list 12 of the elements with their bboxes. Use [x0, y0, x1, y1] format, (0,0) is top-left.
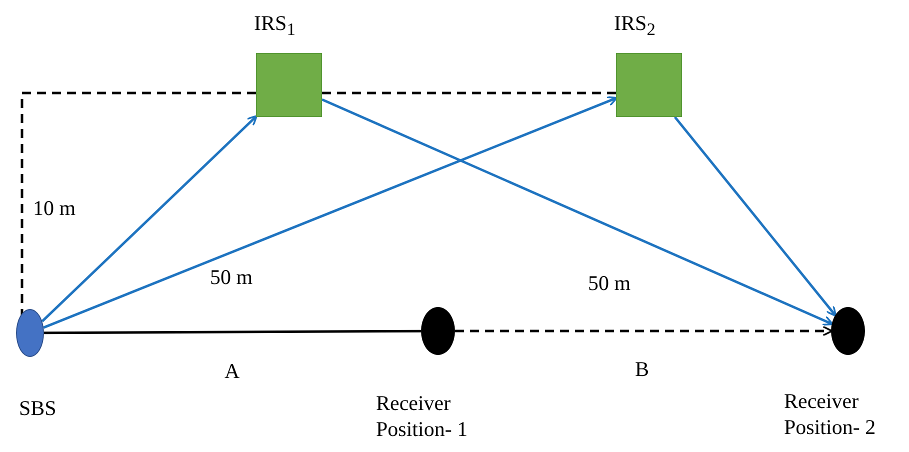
distance-label: 50 m — [588, 271, 631, 296]
arrow — [455, 326, 833, 336]
node-label: Receiver Position- 2 — [784, 388, 877, 440]
arrow — [322, 98, 834, 326]
node-label: IRS$_{1}$ — [254, 10, 296, 42]
distance-label: 10 m — [33, 196, 76, 221]
arrow — [674, 116, 837, 317]
node-label: SBS — [19, 395, 58, 422]
node-label: IRS$_{2}$ — [614, 10, 656, 42]
distance-label: 50 m — [210, 265, 253, 290]
node-label: Receiver Position- 1 — [376, 390, 469, 442]
arrow — [41, 115, 258, 322]
